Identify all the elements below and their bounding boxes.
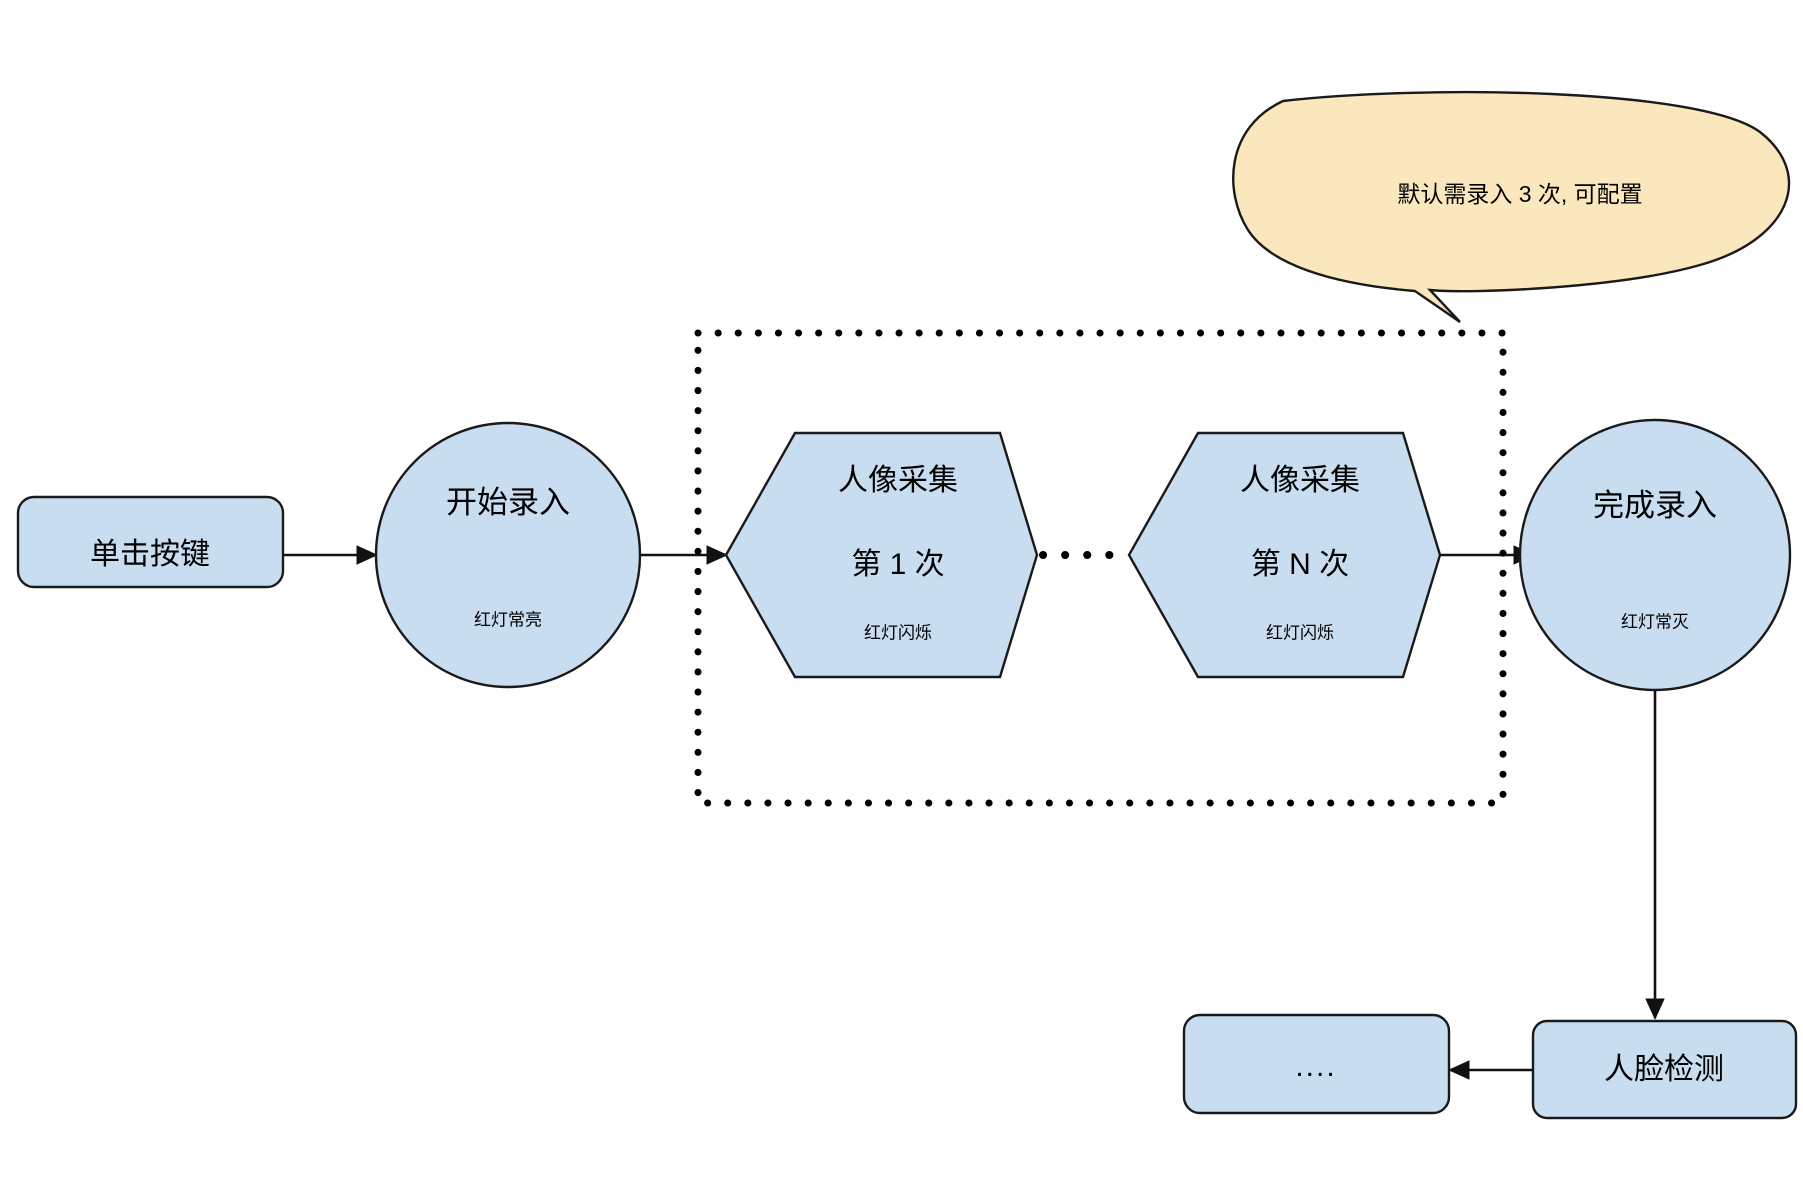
callout-bubble: 默认需录入 3 次, 可配置 [1232,90,1791,323]
face-detect-shape[interactable] [1531,1019,1798,1120]
face-detect-label: 人脸检测 [1604,1053,1724,1086]
capture-nth-shape[interactable] [1127,431,1442,679]
callout-shape [1232,90,1791,323]
node-capture-nth[interactable]: 人像采集 第 N 次 红灯闪烁 [1127,431,1442,679]
capture-nth-title: 人像采集 [1240,464,1360,497]
node-face-detect[interactable]: 人脸检测 [1531,1019,1798,1120]
more-steps-shape[interactable] [1182,1013,1451,1115]
finish-enroll-shape[interactable] [1518,418,1792,692]
finish-enroll-label: 完成录入 [1593,488,1717,523]
start-enroll-sublabel: 红灯常亮 [474,610,542,629]
click-key-shape[interactable] [16,495,285,589]
node-start-enroll[interactable]: 开始录入 红灯常亮 [374,421,642,689]
more-steps-label: .... [1295,1050,1336,1083]
start-enroll-shape[interactable] [374,421,642,689]
capture-nth-sublabel: 红灯闪烁 [1266,623,1334,642]
callout-text: 默认需录入 3 次, 可配置 [1397,181,1642,207]
capture-nth-subtitle: 第 N 次 [1251,548,1349,581]
node-click-key[interactable]: 单击按键 [16,495,285,589]
capture-first-title: 人像采集 [838,464,958,497]
node-capture-first[interactable]: 人像采集 第 1 次 红灯闪烁 [724,431,1039,679]
node-more-steps[interactable]: .... [1182,1013,1451,1115]
capture-first-subtitle: 第 1 次 [851,548,944,581]
start-enroll-label: 开始录入 [446,485,570,520]
loop-group-box [694,329,1507,807]
finish-enroll-sublabel: 红灯常灭 [1621,612,1689,631]
capture-first-sublabel: 红灯闪烁 [864,623,932,642]
node-finish-enroll[interactable]: 完成录入 红灯常灭 [1518,418,1792,692]
capture-first-shape[interactable] [724,431,1039,679]
click-key-label: 单击按键 [90,538,210,571]
edges-layer [283,545,1665,1080]
